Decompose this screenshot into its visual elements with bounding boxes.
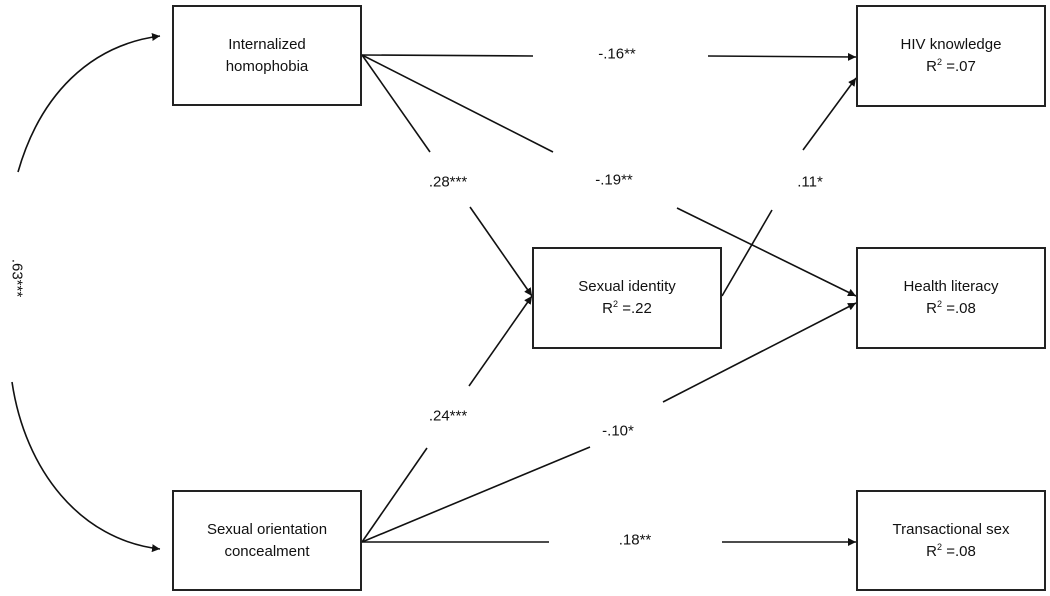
- path-soc-health-a: [361, 446, 591, 543]
- path-ih-identity-b: [469, 206, 533, 297]
- path-soc-identity-a: [361, 447, 428, 543]
- path-soc-health-b: [662, 302, 857, 403]
- node-label: Health literacy: [903, 278, 999, 295]
- node-label-line1: Sexual orientation: [206, 520, 328, 538]
- node-transactional-sex: Transactional sex R2 =.08: [856, 490, 1046, 591]
- coef-ih-health: -.19**: [595, 171, 633, 189]
- path-ih-health-a: [361, 54, 554, 153]
- covariance-arrow-bottom: [11, 381, 161, 553]
- node-hiv-knowledge: HIV knowledge R2 =.07: [856, 5, 1046, 107]
- node-sexual-orientation-concealment: Sexual orientation concealment: [172, 490, 362, 591]
- node-internalized-homophobia: Internalized homophobia: [172, 5, 362, 106]
- node-health-literacy: Health literacy R2 =.08: [856, 247, 1046, 349]
- path-ih-hiv-b: [707, 52, 857, 61]
- node-label: HIV knowledge: [900, 36, 1002, 53]
- coef-ih-hiv: -.16**: [598, 45, 636, 63]
- node-label: Sexual identity: [578, 278, 676, 295]
- coef-identity-hiv: .11*: [797, 173, 823, 191]
- node-label: Transactional sex: [892, 520, 1010, 538]
- r-squared: R2 =.08: [926, 299, 976, 318]
- r-squared: R2 =.07: [926, 57, 976, 76]
- coef-soc-transactional: .18**: [618, 531, 652, 549]
- path-identity-hiv-b: [802, 77, 857, 151]
- coef-covariance: .63***: [8, 258, 26, 298]
- path-ih-identity-a: [361, 54, 431, 153]
- node-label-line1: Internalized: [228, 35, 306, 53]
- coef-soc-identity: .24***: [428, 407, 468, 425]
- coef-ih-identity: .28***: [428, 173, 468, 191]
- r-squared: R2 =.22: [602, 299, 652, 318]
- path-identity-hiv-a: [721, 209, 773, 297]
- covariance-arrow-top: [17, 33, 161, 173]
- node-label-line2: concealment: [224, 542, 310, 560]
- coef-soc-health: -.10*: [602, 422, 634, 440]
- node-label-line2: homophobia: [225, 57, 309, 75]
- path-soc-identity-b: [468, 295, 533, 387]
- node-sexual-identity: Sexual identity R2 =.22: [532, 247, 722, 349]
- path-ih-health-b: [676, 207, 857, 297]
- path-ih-hiv-a: [361, 54, 534, 57]
- r-squared: R2 =.08: [926, 541, 976, 560]
